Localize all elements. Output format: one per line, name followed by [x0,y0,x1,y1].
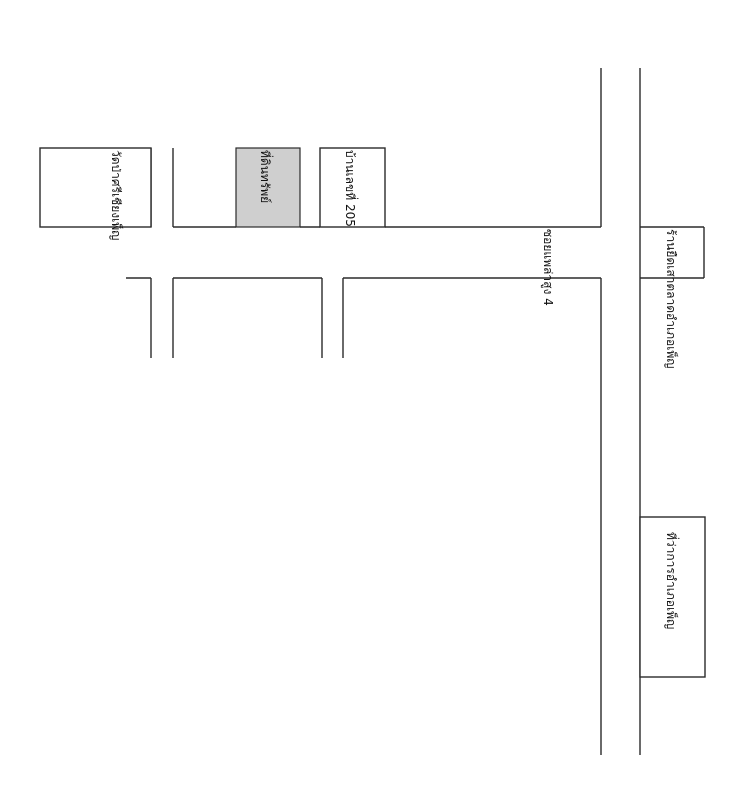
hospital-box [640,226,705,279]
block-middle [172,277,323,358]
temple-label: วัดป่าศรีเชียงเพ็ญ [109,150,124,240]
main-road [600,68,641,755]
house-box [319,147,386,228]
property-label: ที่ดินทรัพย์ [258,150,274,203]
soi-road [342,226,601,358]
hospital-label: ร้านยืดเสาตลาดอำเภอเพ็ญ [664,229,679,368]
temple-box [39,147,152,228]
soi-label: ซอยแพล่าสูง 4 [540,229,555,306]
house-label: บ้านเลขที่ 205 [343,150,359,227]
district-office-label: ที่ว่าการอำเภอเพ็ญ [664,532,680,629]
district-office-box [639,516,706,678]
property-box [235,147,301,228]
